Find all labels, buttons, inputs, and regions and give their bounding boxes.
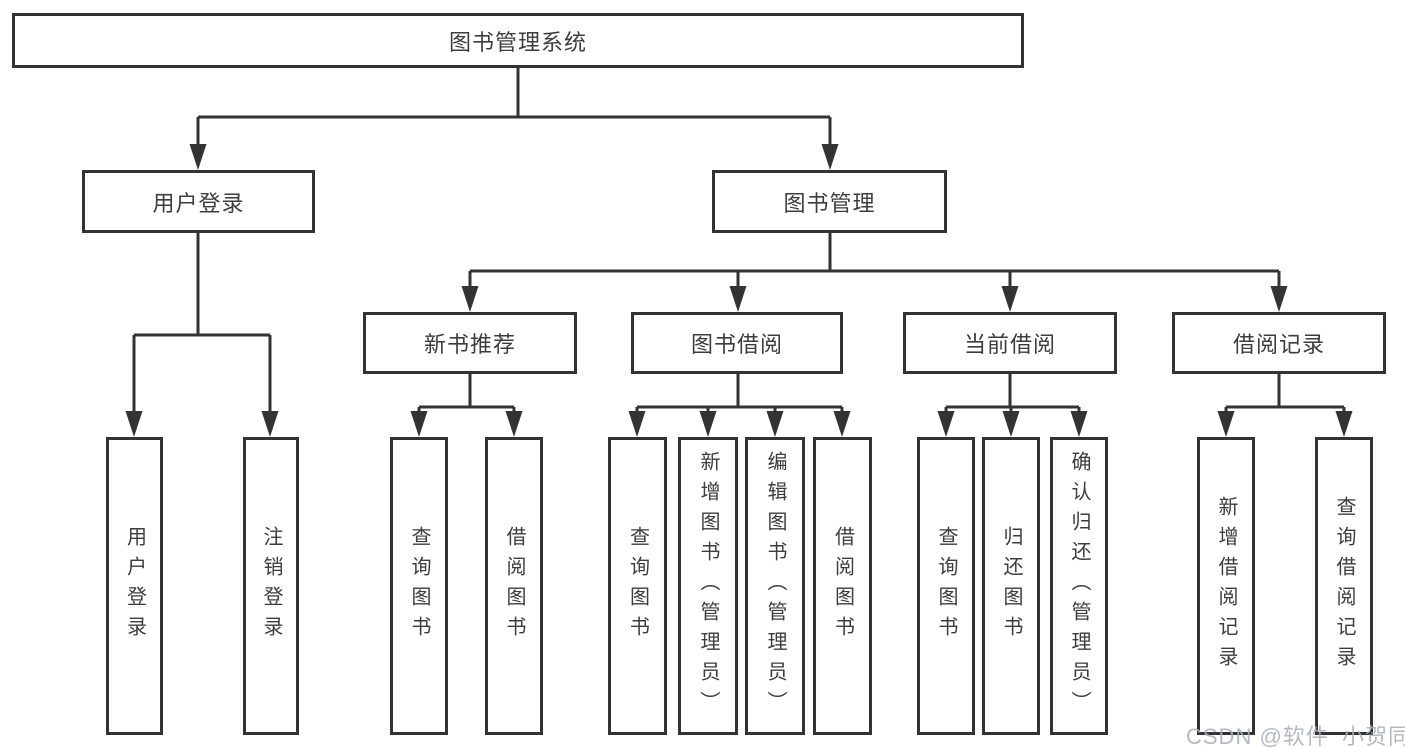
node-new-book-recommend: 新书推荐 bbox=[363, 312, 577, 374]
leaf-query-books-current-label: 查询图书 bbox=[935, 526, 957, 646]
node-new-book-recommend-label: 新书推荐 bbox=[423, 332, 516, 357]
node-book-management-label: 图书管理 bbox=[783, 190, 876, 216]
leaf-query-books-current: 查询图书 bbox=[917, 437, 975, 735]
leaf-return-books: 归还图书 bbox=[982, 437, 1040, 735]
node-current-borrowing-label: 当前借阅 bbox=[963, 332, 1056, 357]
leaf-add-borrow-record: 新增借阅记录 bbox=[1197, 437, 1255, 735]
node-user-login-label: 用户登录 bbox=[152, 190, 245, 216]
leaf-confirm-return-admin: 确认归还（管理员） bbox=[1050, 437, 1108, 735]
node-user-login: 用户登录 bbox=[82, 170, 315, 233]
leaf-query-borrow-record-label: 查询借阅记录 bbox=[1333, 496, 1355, 676]
leaf-borrow-books-recommend: 借阅图书 bbox=[485, 437, 543, 735]
leaf-add-book-admin: 新增图书（管理员） bbox=[678, 437, 738, 735]
leaf-logout-login-label: 注销登录 bbox=[260, 526, 282, 646]
leaf-confirm-return-admin-label: 确认归还（管理员） bbox=[1068, 451, 1090, 721]
node-borrow-records-label: 借阅记录 bbox=[1232, 332, 1325, 357]
node-book-management: 图书管理 bbox=[712, 170, 947, 233]
leaf-query-books-recommend: 查询图书 bbox=[390, 437, 448, 735]
leaf-user-login-label: 用户登录 bbox=[123, 526, 146, 646]
node-current-borrowing: 当前借阅 bbox=[903, 312, 1117, 374]
leaf-logout-login: 注销登录 bbox=[243, 437, 299, 735]
leaf-query-borrow-record: 查询借阅记录 bbox=[1315, 437, 1373, 735]
leaf-borrow-books-recommend-label: 借阅图书 bbox=[503, 526, 525, 646]
leaf-borrow-books-label: 借阅图书 bbox=[831, 526, 854, 646]
leaf-query-books-borrowing-label: 查询图书 bbox=[626, 526, 649, 646]
leaf-borrow-books: 借阅图书 bbox=[813, 437, 872, 735]
leaf-edit-book-admin: 编辑图书（管理员） bbox=[745, 437, 805, 735]
leaf-add-book-admin-label: 新增图书（管理员） bbox=[697, 451, 719, 721]
node-root: 图书管理系统 bbox=[12, 13, 1024, 68]
node-borrow-records: 借阅记录 bbox=[1172, 312, 1386, 374]
csdn-watermark: CSDN @软件_小贺同学 bbox=[1186, 724, 1405, 747]
leaf-edit-book-admin-label: 编辑图书（管理员） bbox=[764, 451, 786, 721]
leaf-user-login: 用户登录 bbox=[106, 437, 163, 735]
node-root-label: 图书管理系统 bbox=[448, 29, 587, 55]
leaf-return-books-label: 归还图书 bbox=[1000, 526, 1022, 646]
leaf-query-books-borrowing: 查询图书 bbox=[608, 437, 667, 735]
leaf-query-books-recommend-label: 查询图书 bbox=[408, 526, 430, 646]
node-book-borrowing-label: 图书借阅 bbox=[690, 332, 783, 357]
node-book-borrowing: 图书借阅 bbox=[631, 312, 843, 374]
leaf-add-borrow-record-label: 新增借阅记录 bbox=[1215, 496, 1237, 676]
